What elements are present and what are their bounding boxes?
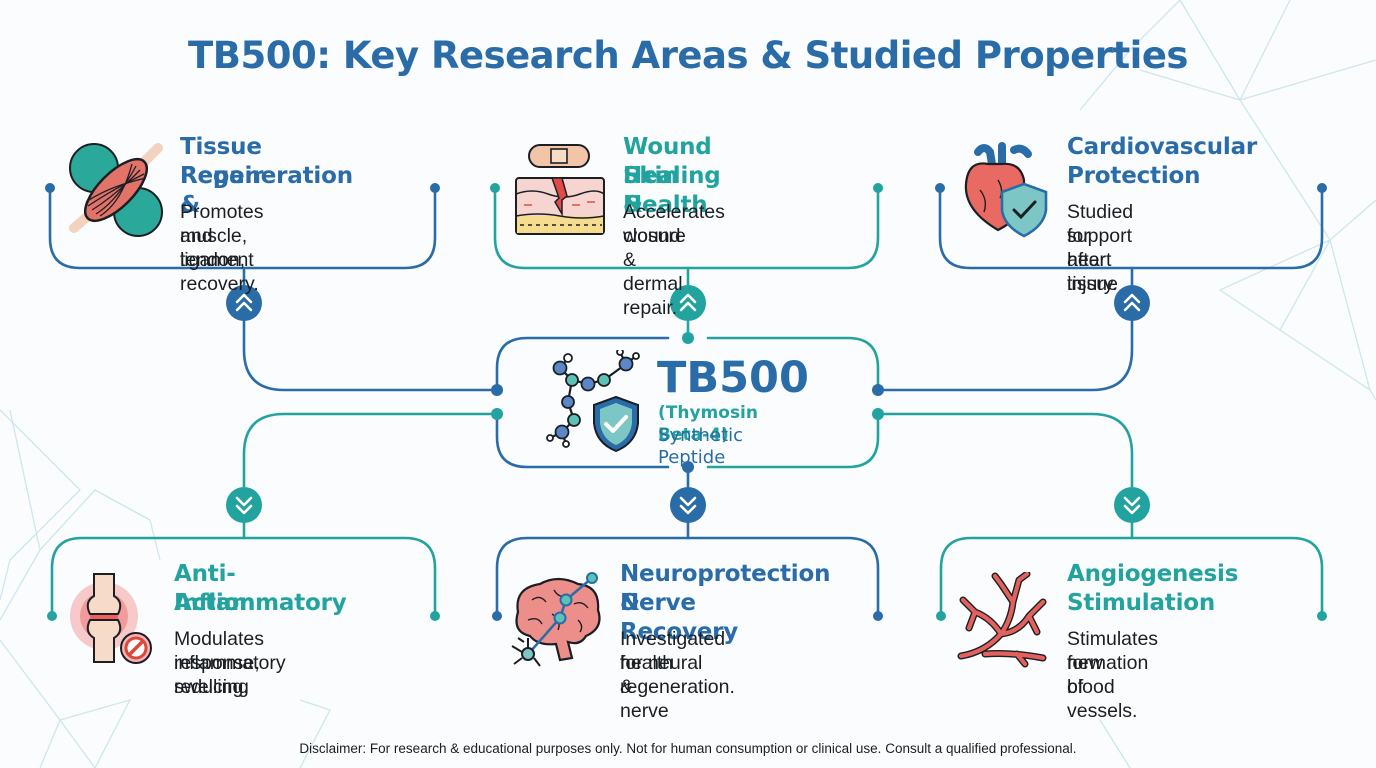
card-description: response, reducing: [174, 652, 260, 698]
card-description: support after injury.: [1067, 225, 1133, 295]
card-description: Stimulates formation of: [1067, 628, 1159, 698]
card-heading: Tissue Repair &: [180, 134, 264, 218]
card-heading: Anti-Inflammatory: [174, 561, 347, 616]
card-description: Modulates inflammatory: [174, 628, 286, 674]
shield-check-icon: [593, 395, 639, 453]
card-description: health & nerve: [620, 652, 674, 722]
card-heading: Protection: [1067, 163, 1201, 189]
card-description: Investigated for neural: [620, 628, 726, 674]
card-bracket-wound-healing: [493, 186, 880, 270]
card-description: closure & dermal repair.: [623, 225, 686, 319]
brain-neuron-icon: [511, 572, 601, 667]
heart-shield-icon: [964, 142, 1048, 238]
disclaimer-text: Disclaimer: For research & educational p…: [299, 741, 1077, 756]
chevron-double-up-icon: [226, 285, 262, 321]
blood-vessels-icon: [957, 572, 1047, 668]
card-description: Promotes muscle, tendon,: [180, 201, 264, 271]
center-subtitle: (Thymosin Beta-4): [658, 403, 758, 445]
center-box-top-right: [706, 336, 880, 392]
page-title: TB500: Key Research Areas & Studied Prop…: [188, 34, 1188, 77]
center-description: Synthetic Peptide: [658, 425, 743, 468]
inflamed-joint-icon: [70, 573, 152, 664]
card-heading: Action: [174, 590, 256, 616]
card-heading: Nerve Recovery: [620, 590, 739, 645]
chevron-double-up-icon: [670, 285, 706, 321]
card-description: Accelerates wound: [623, 201, 725, 247]
chevron-double-down-icon: [226, 487, 262, 523]
card-heading: Angiogenesis: [1067, 561, 1239, 587]
center-box-top-left: [495, 336, 670, 392]
center-box-bottom-left: [495, 412, 670, 469]
card-heading: Stimulation: [1067, 590, 1216, 616]
skin-bandage-icon: [515, 144, 605, 235]
center-box-bottom-right: [706, 412, 880, 469]
chevron-double-down-icon: [670, 487, 706, 523]
card-heading: Regeneration: [180, 163, 353, 189]
card-description: swelling.: [174, 676, 249, 698]
chevron-double-down-icon: [1114, 487, 1150, 523]
card-bracket-tissue-repair: [48, 186, 437, 270]
card-heading: Wound Healing &: [623, 134, 721, 218]
molecule-icon: [546, 350, 640, 448]
chevron-double-up-icon: [1114, 285, 1150, 321]
card-description: Studied for heart tissue: [1067, 201, 1134, 295]
card-description: new blood vessels.: [1067, 652, 1138, 722]
card-description: and ligament recovery.: [180, 225, 259, 295]
center-title: TB500: [657, 353, 809, 403]
card-heading: Skin Health: [623, 163, 708, 218]
card-heading: Cardiovascular: [1067, 134, 1258, 160]
muscle-icon: [69, 143, 163, 237]
card-heading: Neuroprotection &: [620, 561, 831, 616]
card-description: regeneration.: [620, 676, 735, 698]
